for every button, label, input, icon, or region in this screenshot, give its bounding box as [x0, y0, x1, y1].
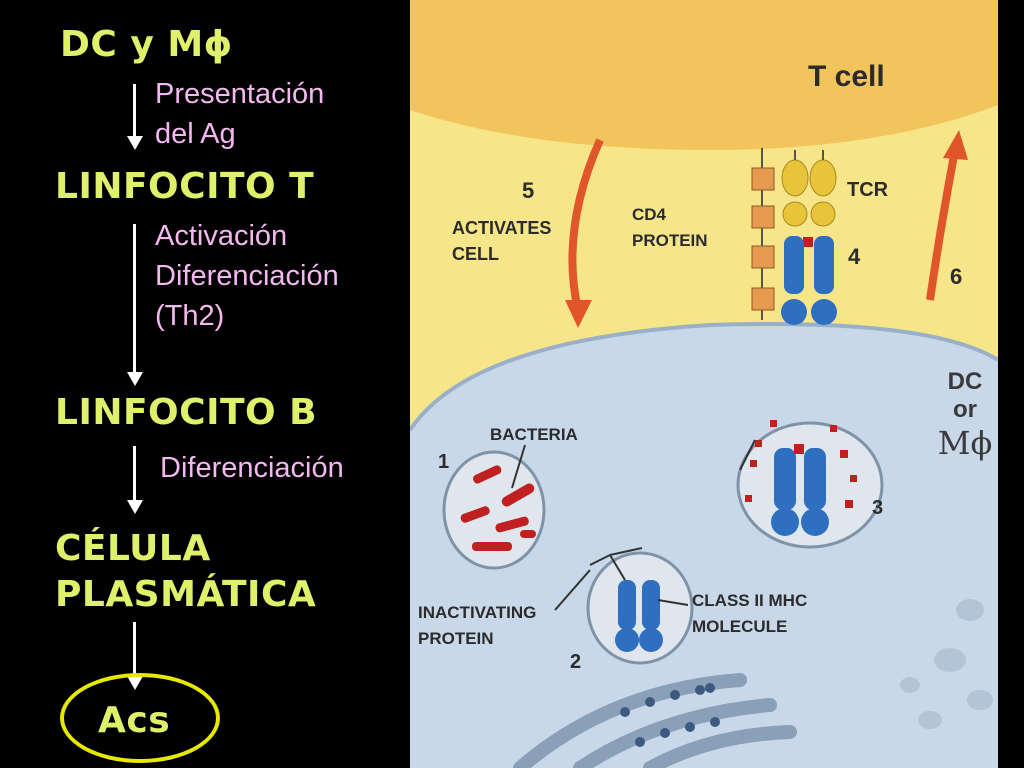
flow-step-plasma-cell-line1: CÉLULA: [55, 528, 211, 569]
flow-note-presentation: Presentación: [155, 78, 325, 110]
bacteria-label: BACTERIA: [490, 425, 578, 444]
t-cell-body: [410, 0, 998, 150]
flow-note-differentiation-b: Diferenciación: [160, 452, 344, 484]
flow-arrow-4: [133, 622, 136, 680]
arrow-activates: [568, 138, 604, 311]
step1-number: 1: [438, 451, 449, 473]
antibodies-oval: [60, 673, 220, 763]
tcr-label: TCR: [847, 179, 889, 201]
activates-label-1: ACTIVATES: [452, 218, 551, 238]
flow-note-differentiation-t: Diferenciación: [155, 260, 339, 292]
flow-step-antibodies: Acs: [98, 700, 171, 741]
inactivating-label-2: PROTEIN: [418, 629, 494, 648]
flow-step-dc-macrophage: DC y Mϕ: [60, 24, 233, 65]
activates-label-2: CELL: [452, 244, 499, 264]
flow-note-activation: Activación: [155, 220, 288, 252]
step3-number: 3: [872, 497, 883, 519]
flow-arrow-2: [133, 224, 136, 374]
peptide: [803, 237, 813, 247]
mhc-label-2: MOLECULE: [692, 617, 787, 636]
t-cell-label: T cell: [808, 60, 885, 93]
flow-note-antigen: del Ag: [155, 118, 236, 150]
flow-arrow-1-head: [127, 136, 143, 150]
vesicles: [900, 599, 993, 729]
mhc-label-1: CLASS II MHC: [692, 591, 807, 610]
step2-number: 2: [570, 651, 581, 673]
flow-step-plasma-cell-line2: PLASMÁTICA: [55, 574, 317, 615]
macrophage-label: Mϕ: [937, 424, 993, 462]
inactivating-label-1: INACTIVATING: [418, 603, 536, 622]
dc-or-macrophage-label: DC or Mϕ: [930, 368, 1000, 462]
peptide-fragments: [745, 420, 857, 508]
endosome-inactivating: [586, 551, 694, 665]
cd4-label-2: PROTEIN: [632, 231, 708, 250]
flow-arrow-3: [133, 446, 136, 502]
flow-arrow-2-head: [127, 372, 143, 386]
or-label: or: [953, 396, 977, 423]
step4-number: 4: [848, 244, 861, 269]
endosome-bacteria: [442, 450, 546, 570]
arrow-six: [926, 149, 959, 301]
dc-label: DC: [947, 368, 983, 395]
flow-note-th2: (Th2): [155, 300, 225, 332]
step6-number: 6: [950, 264, 962, 289]
cd4-label-1: CD4: [632, 205, 667, 224]
mhc-surface: [781, 236, 837, 325]
tcr-receptor: [781, 159, 837, 227]
bacteria: [460, 465, 536, 551]
flow-step-t-lymphocyte: LINFOCITO T: [55, 166, 315, 207]
antigen-presentation-diagram: T cell 5 ACTIVATES CELL CD4 PROTEIN TCR …: [410, 0, 998, 768]
step5-number: 5: [522, 178, 534, 203]
flow-arrow-1: [133, 84, 136, 138]
ribosome-dots: [620, 683, 720, 747]
flow-step-b-lymphocyte: LINFOCITO B: [55, 392, 318, 433]
flow-arrow-3-head: [127, 500, 143, 514]
cd4-protein: [751, 167, 775, 311]
